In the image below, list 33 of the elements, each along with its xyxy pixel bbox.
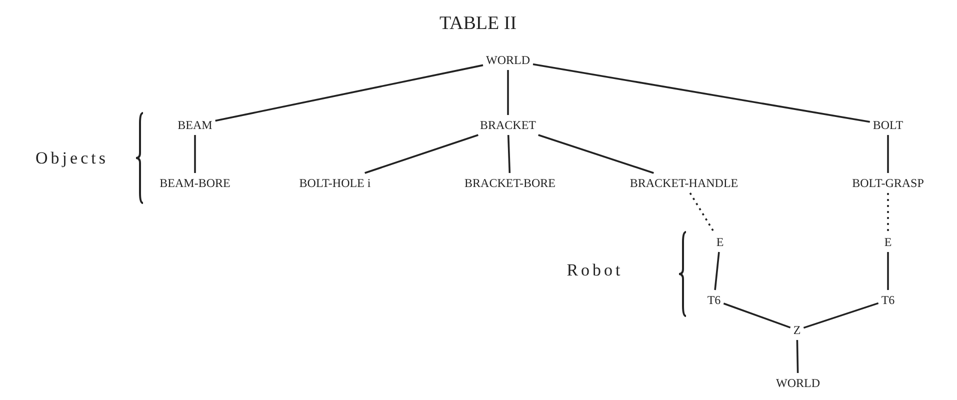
node-label: BRACKET-HANDLE <box>630 176 738 190</box>
dotted-line <box>689 192 715 232</box>
connector-line <box>507 70 509 115</box>
node-label: BOLT-GRASP <box>852 176 924 190</box>
connector-line <box>796 340 799 374</box>
connector-line <box>723 302 791 328</box>
node-label: BEAM-BORE <box>160 176 230 190</box>
connector-line <box>714 252 720 290</box>
connector-line <box>194 135 196 173</box>
node-label: BRACKET-BORE <box>464 176 556 190</box>
group-label: Objects <box>36 147 108 170</box>
node-label: BEAM <box>178 118 212 132</box>
node-label: Z <box>793 323 801 337</box>
node-label: BOLT-HOLE i <box>299 176 371 190</box>
node-label: E <box>716 235 724 249</box>
node-label: WORLD <box>486 53 530 67</box>
dotted-line <box>887 193 889 232</box>
connector-line <box>215 64 484 122</box>
node-label: BOLT <box>872 118 904 132</box>
connector-line <box>507 134 511 174</box>
node-label: T6 <box>881 293 895 307</box>
connector-line <box>803 302 879 329</box>
node-label: WORLD <box>776 376 820 390</box>
connector-line <box>538 134 654 174</box>
connector-line <box>532 63 870 123</box>
connector-line <box>887 135 889 173</box>
connector-line <box>887 252 889 290</box>
node-label: BRACKET <box>480 118 536 132</box>
node-label: T6 <box>707 293 721 307</box>
node-label: E <box>884 235 892 249</box>
table-title: TABLE II <box>439 12 517 36</box>
connector-line <box>364 134 478 174</box>
group-label: Robot <box>566 259 624 282</box>
